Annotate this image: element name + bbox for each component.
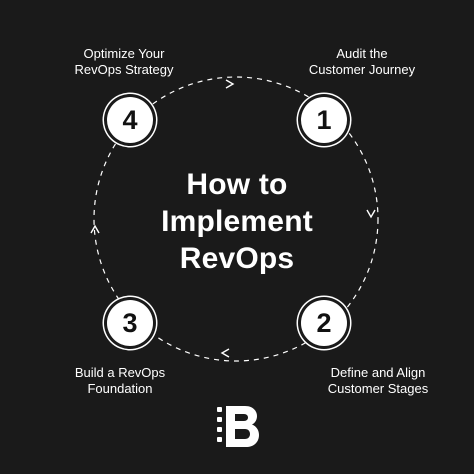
step-3-label-line-1: Build a RevOps: [74, 365, 166, 380]
arrow-up-icon: [90, 224, 100, 234]
step-3-label: Build a RevOps Foundation: [52, 365, 188, 397]
step-2-circle[interactable]: 2: [301, 300, 347, 346]
step-4-label-line-2: RevOps Strategy: [74, 62, 174, 77]
title-line-2: Implement: [161, 205, 313, 238]
step-1-circle[interactable]: 1: [301, 97, 347, 143]
step-4-label-line-1: Optimize Your: [83, 46, 165, 61]
step-2-label: Define and Align Customer Stages: [310, 365, 446, 397]
dashed-cycle-path: [93, 76, 379, 362]
diagram-title: How to Implement RevOps: [112, 166, 362, 277]
b-letter-logo-icon: [217, 406, 259, 447]
title-line-3: RevOps: [179, 242, 295, 275]
step-2-label-line-1: Define and Align: [330, 365, 426, 380]
step-1-label: Audit the Customer Journey: [294, 46, 430, 78]
arrow-down-icon: [366, 209, 376, 219]
step-1-label-line-2: Customer Journey: [308, 62, 416, 77]
step-1-label-line-1: Audit the: [336, 46, 388, 61]
arrow-right-icon: [225, 79, 235, 89]
step-4-label: Optimize Your RevOps Strategy: [56, 46, 192, 78]
step-2-label-line-2: Customer Stages: [327, 381, 429, 396]
title-line-1: How to: [186, 168, 288, 201]
step-3-circle[interactable]: 3: [107, 300, 153, 346]
arrow-left-icon: [220, 348, 230, 358]
step-4-circle[interactable]: 4: [107, 97, 153, 143]
step-3-label-line-2: Foundation: [87, 381, 153, 396]
